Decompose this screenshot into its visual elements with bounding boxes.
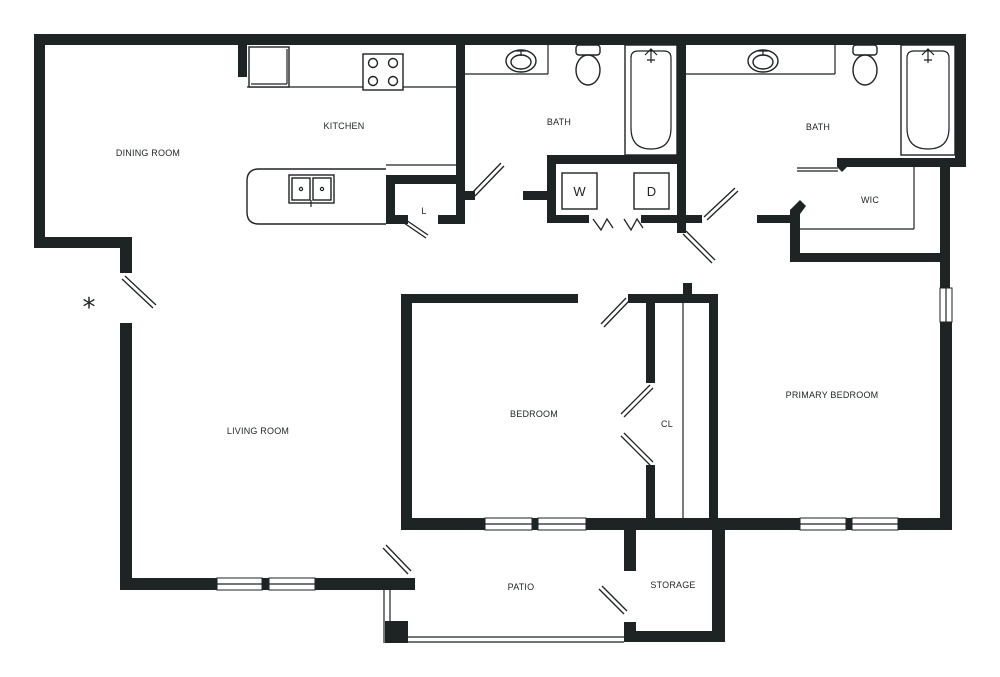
bath-sink-icon	[747, 49, 779, 73]
entry-marker: *	[83, 293, 96, 323]
room-label-living-room: LIVING ROOM	[227, 426, 289, 436]
room-label-kitchen: KITCHEN	[324, 121, 365, 131]
bath-sink-icon	[505, 49, 537, 73]
stove-icon	[362, 53, 404, 91]
room-label-bath: BATH	[547, 117, 571, 127]
room-label-closet: CL	[661, 419, 673, 429]
toilet-icon	[852, 44, 878, 86]
doors	[121, 162, 838, 615]
counters	[246, 45, 915, 643]
walls	[34, 34, 966, 643]
washer-icon: W	[561, 172, 598, 210]
toilet-icon	[575, 44, 601, 86]
washer-label: W	[573, 184, 586, 199]
room-label-wic: WIC	[861, 195, 879, 205]
kitchen-sink-icon	[288, 174, 335, 207]
bathtub-icon	[624, 44, 678, 156]
room-label-bath: BATH	[806, 122, 830, 132]
room-label-patio: PATIO	[508, 582, 535, 592]
room-label-primary-bedroom: PRIMARY BEDROOM	[786, 390, 879, 400]
room-label-dining-room: DINING ROOM	[116, 148, 180, 158]
bathtub-icon	[900, 44, 956, 156]
dryer-icon: D	[633, 172, 670, 210]
room-label-bedroom: BEDROOM	[510, 409, 558, 419]
dryer-label: D	[647, 184, 656, 199]
room-label-storage: STORAGE	[650, 580, 695, 590]
room-label-linen: L	[421, 206, 426, 216]
windows	[216, 287, 953, 591]
